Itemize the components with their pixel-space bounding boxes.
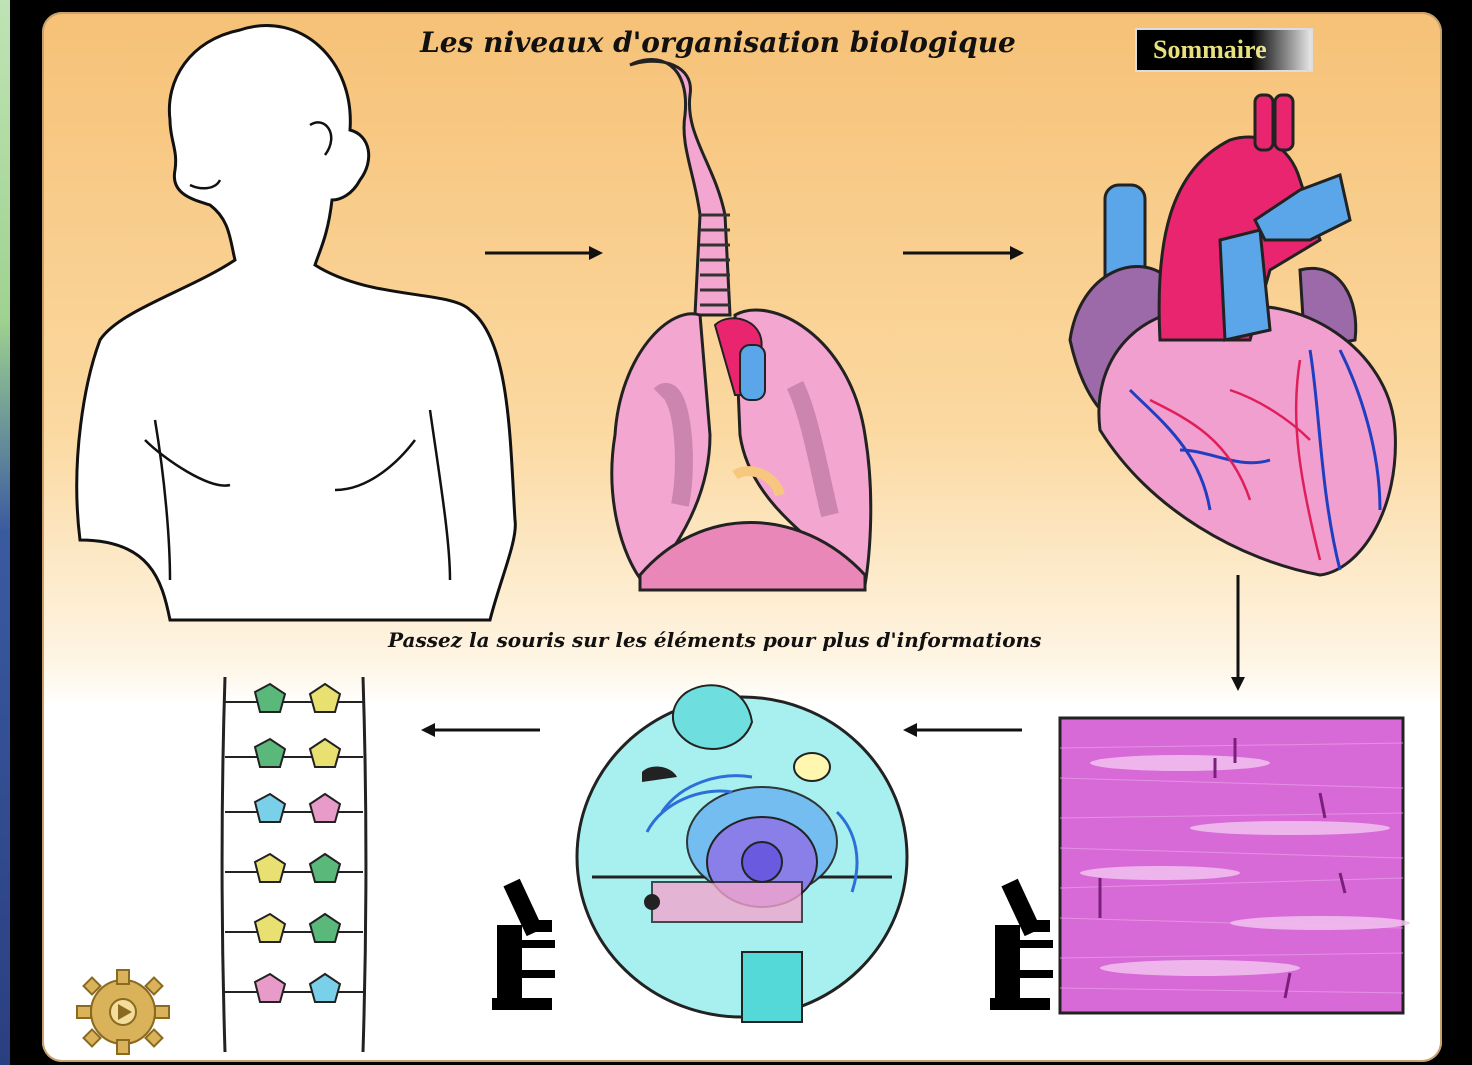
gear-icon[interactable]	[72, 968, 174, 1056]
arrow-right-1	[485, 243, 605, 263]
instruction-text: Passez la souris sur les éléments pour p…	[388, 628, 1041, 652]
muscle-tissue-icon[interactable]	[1060, 718, 1403, 1013]
arrow-left-2	[418, 720, 543, 740]
summary-button[interactable]: Sommaire	[1135, 28, 1313, 72]
arrow-right-2	[903, 243, 1028, 263]
cell-icon[interactable]	[572, 682, 912, 1022]
human-body-icon[interactable]	[70, 20, 530, 630]
dna-icon[interactable]	[215, 672, 375, 1057]
respiratory-system-icon[interactable]	[600, 55, 890, 600]
heart-icon[interactable]	[1060, 90, 1405, 580]
window-left-edge	[0, 0, 10, 1065]
arrow-down	[1228, 575, 1248, 695]
microscope-icon-1[interactable]	[990, 880, 1055, 1015]
arrow-left-1	[900, 720, 1025, 740]
microscope-icon-2[interactable]	[492, 880, 557, 1015]
